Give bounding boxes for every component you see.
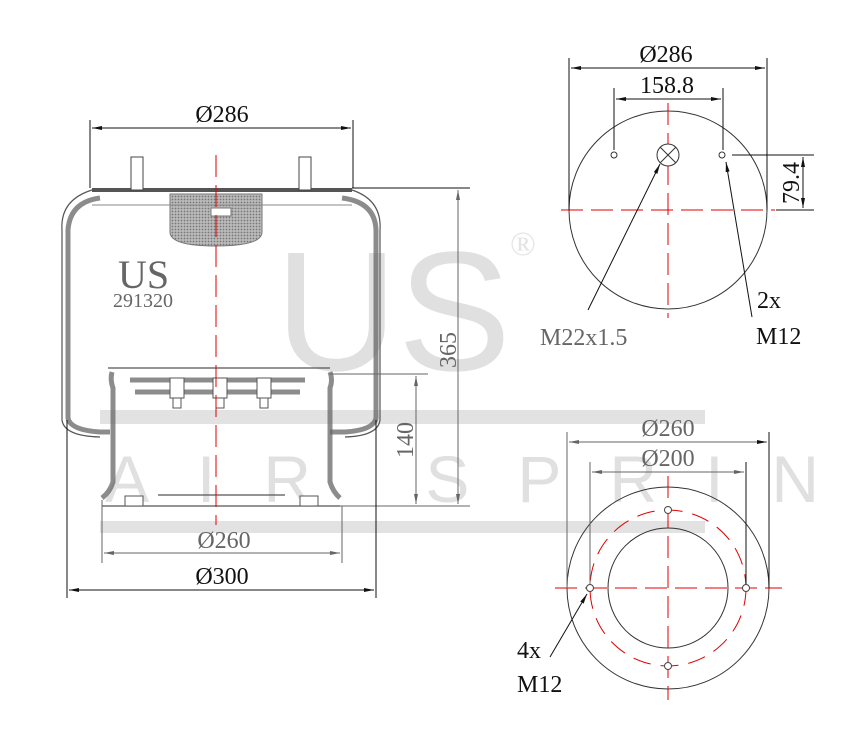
bolt-hole-bottom — [664, 662, 672, 670]
dim-base-diameter: Ø260 — [641, 416, 694, 442]
callout-hole-count: 4x — [517, 638, 541, 664]
dim-bolt-circle: Ø200 — [641, 446, 694, 472]
bolt-hole-left — [586, 584, 594, 592]
callout-stud-thread: M12 — [756, 324, 801, 350]
dim-piston-base-diameter: Ø260 — [197, 528, 250, 554]
dim-stud-offset: 79.4 — [779, 162, 805, 204]
leader-bolt-holes — [549, 593, 588, 658]
stud-hole-left — [610, 151, 618, 159]
bolt-hole-right — [742, 584, 750, 592]
bolt-hole-top — [664, 506, 672, 514]
watermark: US ® AIR SPRING — [100, 217, 850, 533]
bottom-view: Ø260 Ø200 4x M12 — [517, 416, 782, 700]
side-view: Ø286 365 140 Ø260 Ø300 US 291320 — [61, 102, 470, 598]
callout-air-inlet: M22x1.5 — [540, 325, 627, 351]
dim-piston-height: 140 — [393, 422, 419, 458]
leader-studs — [725, 161, 753, 318]
stud-right — [298, 156, 312, 191]
stud-hole-right — [718, 151, 726, 159]
callout-hole-thread: M12 — [517, 672, 562, 698]
callout-stud-count: 2x — [757, 288, 781, 314]
part-brand-label: US — [118, 252, 169, 297]
watermark-registered-mark: ® — [510, 226, 536, 263]
dim-overall-height: 365 — [436, 332, 462, 368]
dim-stud-spacing: 158.8 — [640, 73, 694, 99]
part-number: 291320 — [113, 290, 173, 312]
leader-air-inlet — [587, 163, 661, 311]
dim-top-diameter: Ø286 — [195, 102, 248, 128]
dim-plate-diameter: Ø286 — [639, 42, 692, 68]
stud-left — [130, 156, 144, 191]
dim-max-diameter: Ø300 — [195, 564, 248, 590]
watermark-bar-top — [100, 410, 705, 424]
watermark-brand: US — [275, 217, 511, 407]
watermark-bar-bottom — [100, 521, 705, 533]
top-view: Ø286 158.8 79.4 M22x1.5 2x M12 — [540, 42, 814, 351]
watermark-subtitle: AIR SPRING — [105, 442, 850, 516]
